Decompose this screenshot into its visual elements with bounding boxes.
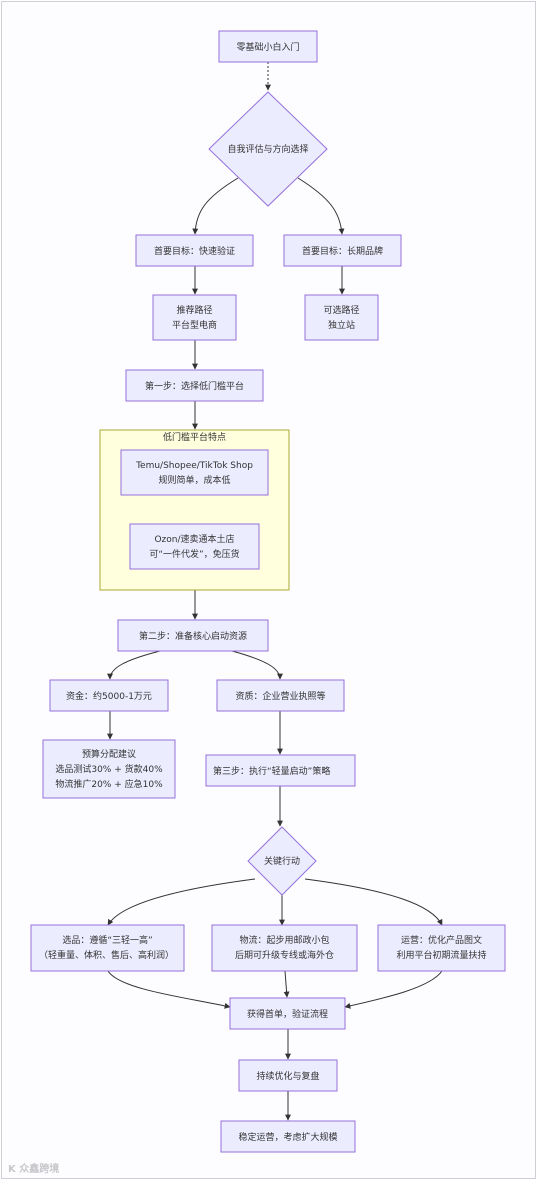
watermark: K 众鑫跨境 (8, 1162, 59, 1175)
node-budget-line1: 预算分配建议 (82, 748, 136, 760)
node-assess: 自我评估与方向选择 (208, 91, 328, 207)
edge-logistics-first (283, 970, 290, 998)
node-select-line1: 选品：遵循“三轻一高” (62, 934, 152, 946)
node-select-line2: （轻重量、体积、售后、高利润） (39, 949, 174, 961)
node-path-platform: 推荐路径 平台型电商 (152, 294, 237, 341)
node-platform-a-line2: 规则简单，成本低 (158, 474, 230, 486)
node-license: 资质：企业营业执照等 (216, 679, 345, 712)
node-optimize: 持续优化与复盘 (238, 1059, 338, 1092)
node-goal-brand: 首要目标：长期品牌 (283, 234, 402, 267)
node-step2-label: 第二步：准备核心启动资源 (139, 630, 247, 642)
node-budget-line3: 物流推广20% + 应急10% (55, 778, 163, 790)
node-funds-label: 资金：约5000-1万元 (66, 690, 152, 702)
node-goal-brand-label: 首要目标：长期品牌 (302, 245, 383, 257)
node-first-order-label: 获得首单，验证流程 (247, 1008, 328, 1020)
node-path-platform-line2: 平台型电商 (172, 319, 217, 331)
node-funds: 资金：约5000-1万元 (49, 679, 169, 712)
edge-step2-funds (107, 650, 161, 680)
node-platform-b-line1: Ozon/速卖通本土店 (154, 533, 234, 545)
node-path-indie: 可选路径 独立站 (304, 294, 379, 341)
node-platform-b-line2: 可“一件代发”，免压货 (149, 548, 239, 560)
node-step3: 第三步：执行“轻量启动”策略 (205, 754, 356, 787)
node-start-label: 零基础小白入门 (236, 41, 299, 53)
edge-step2-license (231, 650, 283, 680)
node-path-indie-line1: 可选路径 (323, 304, 359, 316)
edges (107, 62, 443, 1121)
edge-assess-brand (297, 177, 345, 235)
node-logistics-line1: 物流：起步用邮政小包 (239, 934, 329, 946)
node-ops-line1: 运营：优化产品图文 (401, 934, 482, 946)
node-platform-b: Ozon/速卖通本土店 可“一件代发”，免压货 (129, 523, 260, 570)
node-path-platform-line1: 推荐路径 (176, 304, 212, 316)
node-budget: 预算分配建议 选品测试30% + 货款40% 物流推广20% + 应急10% (42, 739, 176, 799)
node-scale: 稳定运营，考虑扩大规模 (220, 1120, 356, 1153)
node-ops-line2: 利用平台初期流量扶持 (396, 949, 486, 961)
node-ops: 运营：优化产品图文 利用平台初期流量扶持 (377, 924, 506, 972)
node-budget-line2: 选品测试30% + 货款40% (55, 763, 163, 775)
edge-select-first (107, 970, 231, 1009)
edge-ops-first (344, 970, 443, 1009)
node-key-action: 关键行动 (247, 826, 317, 896)
node-goal-fast-label: 首要目标：快速验证 (154, 245, 235, 257)
node-platform-a: Temu/Shopee/TikTok Shop 规则简单，成本低 (120, 449, 269, 496)
edge-key-ops (304, 878, 443, 926)
node-optimize-label: 持续优化与复盘 (256, 1070, 319, 1082)
node-assess-label: 自我评估与方向选择 (227, 143, 308, 155)
node-key-action-label: 关键行动 (264, 855, 300, 867)
node-first-order: 获得首单，验证流程 (229, 997, 346, 1030)
node-step2: 第二步：准备核心启动资源 (117, 619, 269, 652)
node-platform-a-line1: Temu/Shopee/TikTok Shop (135, 461, 253, 471)
node-goal-fast: 首要目标：快速验证 (135, 234, 254, 267)
node-step1: 第一步：选择低门槛平台 (125, 369, 264, 402)
node-path-indie-line2: 独立站 (328, 319, 355, 331)
node-step1-label: 第一步：选择低门槛平台 (145, 380, 244, 392)
edge-assess-fast (192, 177, 239, 235)
node-logistics: 物流：起步用邮政小包 后期可升级专线或海外仓 (211, 924, 358, 972)
cluster-title: 低门槛平台特点 (163, 431, 226, 443)
node-select: 选品：遵循“三轻一高” （轻重量、体积、售后、高利润） (30, 924, 185, 972)
edge-key-select (107, 878, 256, 926)
node-license-label: 资质：企业营业执照等 (235, 690, 325, 702)
node-logistics-line2: 后期可升级专线或海外仓 (235, 949, 334, 961)
node-start: 零基础小白入门 (218, 30, 318, 63)
node-step3-label: 第三步：执行“轻量启动”策略 (213, 765, 330, 777)
node-scale-label: 稳定运营，考虑扩大规模 (238, 1131, 337, 1143)
